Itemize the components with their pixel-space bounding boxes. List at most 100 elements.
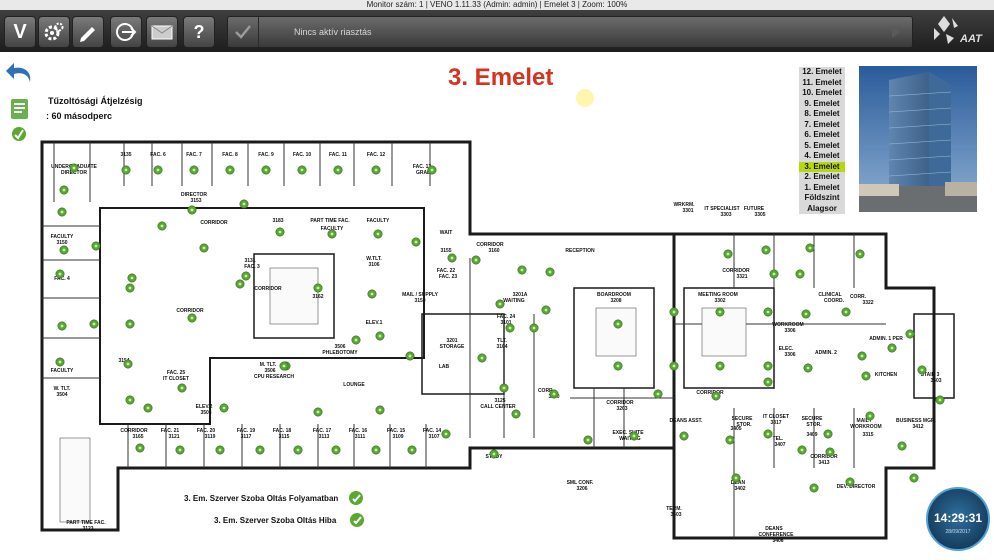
settings-button[interactable] [38, 16, 70, 48]
smoke-sensor-marker[interactable] [857, 351, 867, 361]
smoke-sensor-marker[interactable] [91, 241, 101, 251]
smoke-sensor-marker[interactable] [411, 237, 421, 247]
smoke-sensor-marker[interactable] [55, 269, 65, 279]
help-button[interactable]: ? [183, 16, 215, 48]
smoke-sensor-marker[interactable] [805, 243, 815, 253]
floor-item[interactable]: 2. Emelet [804, 172, 840, 181]
smoke-sensor-marker[interactable] [373, 229, 383, 239]
veno-logo-button[interactable]: V [4, 16, 36, 48]
smoke-sensor-marker[interactable] [375, 405, 385, 415]
smoke-sensor-marker[interactable] [797, 445, 807, 455]
smoke-sensor-marker[interactable] [613, 361, 623, 371]
smoke-sensor-marker[interactable] [125, 395, 135, 405]
smoke-sensor-marker[interactable] [845, 477, 855, 487]
smoke-sensor-marker[interactable] [725, 435, 735, 445]
smoke-sensor-marker[interactable] [731, 473, 741, 483]
smoke-sensor-marker[interactable] [57, 321, 67, 331]
smoke-sensor-marker[interactable] [763, 307, 773, 317]
smoke-sensor-marker[interactable] [723, 249, 733, 259]
smoke-sensor-marker[interactable] [795, 269, 805, 279]
smoke-sensor-marker[interactable] [297, 165, 307, 175]
smoke-sensor-marker[interactable] [809, 483, 819, 493]
smoke-sensor-marker[interactable] [917, 365, 927, 375]
smoke-sensor-marker[interactable] [405, 351, 415, 361]
smoke-sensor-marker[interactable] [613, 319, 623, 329]
smoke-sensor-marker[interactable] [241, 271, 251, 281]
smoke-sensor-marker[interactable] [887, 343, 897, 353]
smoke-sensor-marker[interactable] [801, 309, 811, 319]
smoke-sensor-marker[interactable] [255, 445, 265, 455]
smoke-sensor-marker[interactable] [153, 165, 163, 175]
smoke-sensor-marker[interactable] [865, 411, 875, 421]
smoke-sensor-marker[interactable] [545, 267, 555, 277]
smoke-sensor-marker[interactable] [225, 165, 235, 175]
smoke-sensor-marker[interactable] [125, 283, 135, 293]
floor-item[interactable]: 12. Emelet [802, 67, 842, 76]
floor-item[interactable]: Alagsor [807, 203, 837, 213]
smoke-sensor-marker[interactable] [669, 307, 679, 317]
smoke-sensor-marker[interactable] [199, 243, 209, 253]
smoke-sensor-marker[interactable] [441, 429, 451, 439]
smoke-sensor-marker[interactable] [715, 307, 725, 317]
smoke-sensor-marker[interactable] [471, 255, 481, 265]
smoke-sensor-marker[interactable] [125, 319, 135, 329]
floor-item[interactable]: 6. Emelet [804, 130, 840, 139]
smoke-sensor-marker[interactable] [367, 289, 377, 299]
floor-item[interactable]: 3. Emelet [799, 161, 845, 172]
smoke-sensor-marker[interactable] [427, 165, 437, 175]
smoke-sensor-marker[interactable] [327, 229, 337, 239]
smoke-sensor-marker[interactable] [261, 165, 271, 175]
smoke-sensor-marker[interactable] [769, 269, 779, 279]
smoke-sensor-marker[interactable] [511, 409, 521, 419]
smoke-sensor-marker[interactable] [669, 361, 679, 371]
smoke-sensor-marker[interactable] [711, 391, 721, 401]
smoke-sensor-marker[interactable] [861, 371, 871, 381]
smoke-sensor-marker[interactable] [215, 445, 225, 455]
smoke-sensor-marker[interactable] [313, 407, 323, 417]
smoke-sensor-marker[interactable] [541, 305, 551, 315]
smoke-sensor-marker[interactable] [333, 165, 343, 175]
smoke-sensor-marker[interactable] [279, 361, 289, 371]
smoke-sensor-marker[interactable] [371, 445, 381, 455]
back-arrow-icon[interactable] [4, 60, 36, 88]
smoke-sensor-marker[interactable] [69, 163, 79, 173]
smoke-sensor-marker[interactable] [499, 383, 509, 393]
floor-item[interactable]: 5. Emelet [804, 140, 840, 150]
smoke-sensor-marker[interactable] [763, 377, 773, 387]
smoke-sensor-marker[interactable] [529, 323, 539, 333]
smoke-sensor-marker[interactable] [761, 245, 771, 255]
smoke-sensor-marker[interactable] [135, 443, 145, 453]
smoke-sensor-marker[interactable] [121, 165, 131, 175]
smoke-sensor-marker[interactable] [823, 429, 833, 439]
smoke-sensor-marker[interactable] [275, 227, 285, 237]
sensor-markers[interactable] [55, 163, 945, 493]
floor-item[interactable]: 7. Emelet [804, 119, 840, 129]
smoke-sensor-marker[interactable] [89, 319, 99, 329]
smoke-sensor-marker[interactable] [841, 307, 851, 317]
smoke-sensor-marker[interactable] [55, 357, 65, 367]
exit-button[interactable] [110, 16, 142, 48]
smoke-sensor-marker[interactable] [123, 359, 133, 369]
smoke-sensor-marker[interactable] [803, 363, 813, 373]
smoke-sensor-marker[interactable] [825, 447, 835, 457]
smoke-sensor-marker[interactable] [763, 429, 773, 439]
smoke-sensor-marker[interactable] [905, 329, 915, 339]
smoke-sensor-marker[interactable] [219, 403, 229, 413]
smoke-sensor-marker[interactable] [57, 207, 67, 217]
smoke-sensor-marker[interactable] [855, 249, 865, 259]
smoke-sensor-marker[interactable] [407, 445, 417, 455]
smoke-sensor-marker[interactable] [143, 403, 153, 413]
smoke-sensor-marker[interactable] [495, 299, 505, 309]
smoke-sensor-marker[interactable] [629, 431, 639, 441]
smoke-sensor-marker[interactable] [897, 441, 907, 451]
document-list-icon[interactable] [8, 97, 32, 121]
floor-item[interactable]: Földszint [804, 193, 840, 202]
next-alarm-arrow-icon[interactable] [890, 25, 902, 39]
smoke-sensor-marker[interactable] [763, 361, 773, 371]
smoke-sensor-marker[interactable] [59, 185, 69, 195]
edit-button[interactable] [72, 16, 104, 48]
smoke-sensor-marker[interactable] [175, 445, 185, 455]
smoke-sensor-marker[interactable] [653, 389, 663, 399]
alarm-bar[interactable]: Nincs aktív riasztás [227, 16, 913, 48]
smoke-sensor-marker[interactable] [679, 431, 689, 441]
